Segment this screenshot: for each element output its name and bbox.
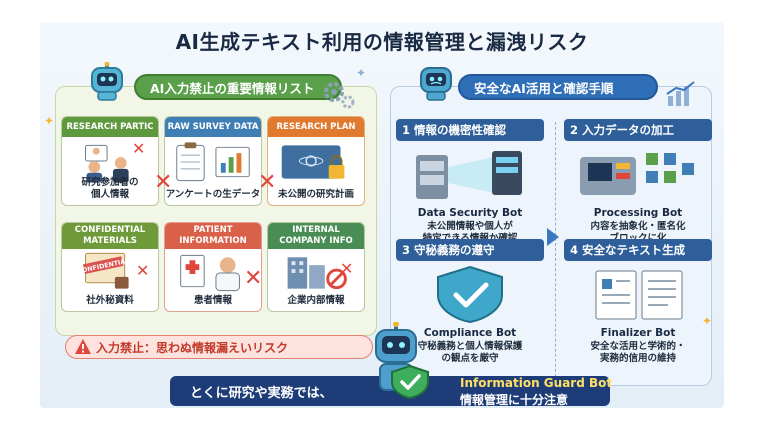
card-label: アンケートの生データ	[165, 189, 261, 200]
card-header: INTERNAL COMPANY INFO	[268, 223, 364, 249]
sparkle-icon: ✦	[702, 314, 713, 328]
warning-text: 入力禁止：思わぬ情報漏えいリスク	[96, 341, 289, 355]
step-title: 3 守秘義務の遵守	[396, 239, 544, 261]
step-title: 4 安全なテキスト生成	[564, 239, 712, 261]
growth-chart-icon	[666, 81, 695, 106]
company-building-icon	[287, 257, 347, 290]
prohibited-x-icon: ✕	[132, 139, 146, 158]
step-description: 守秘義務と個人情報保護 の観点を厳守	[417, 341, 523, 364]
confidential-document-icon: CONFIDENTIAL	[77, 252, 130, 289]
worried-robot-icon	[420, 67, 452, 101]
step-bot-name: Finalizer Bot	[600, 327, 676, 339]
info-card-internal-company-info: INTERNAL COMPANY INFO 企業内部情報	[267, 222, 365, 312]
info-card-confidential-materials: CONFIDENTIAL MATERIALS CONFIDENTIAL 社外秘資…	[61, 222, 159, 312]
card-header: CONFIDENTIAL MATERIALS	[62, 223, 158, 249]
server-cabinet-icon	[416, 151, 522, 199]
info-card-raw-survey-data: RAW SURVEY DATA アンケートの生データ	[164, 116, 262, 206]
right-panel-header: 安全なAI活用と確認手順	[458, 74, 658, 100]
sparkle-icon: ✦	[356, 66, 367, 80]
step-description: 未公開情報や個人が 特定できる情報か確認	[423, 221, 518, 244]
gear-icon	[324, 82, 355, 109]
step-description: 内容を抽象化・匿名化 ブロックに化	[590, 221, 686, 244]
info-card-patient-information: PATIENT INFORMATION 患者情報	[164, 222, 262, 312]
patient-doctor-icon	[180, 254, 240, 292]
step-title: 2 入力データの加工	[564, 119, 712, 141]
card-label: 社外秘資料	[86, 295, 134, 306]
card-header: RESEARCH PARTIC	[62, 117, 158, 137]
guard-robot-icon	[375, 322, 429, 400]
prohibited-x-icon: ✕	[154, 170, 173, 195]
card-label: 研究参加者の 個人情報	[81, 177, 139, 200]
footer-note: 情報管理に十分注意	[460, 393, 569, 407]
step-1: 1 情報の機密性確認 Data Security Bot 未公開情報や個人が 特…	[396, 119, 544, 255]
footer-text: とくに研究や実務では、	[190, 386, 333, 401]
prohibited-x-icon: ✕	[244, 266, 263, 291]
info-card-research-plan: RESEARCH PLAN 未公開の研究計画	[267, 116, 365, 206]
people-icon	[85, 144, 129, 183]
info-card-research-participant: RESEARCH PARTIC 研究参加者の 個人情報	[61, 116, 159, 206]
guard-bot-name: Information Guard Bot	[460, 376, 613, 390]
card-header: RESEARCH PLAN	[268, 117, 364, 137]
prohibited-x-icon: ✕	[136, 261, 150, 280]
step-title: 1 情報の機密性確認	[396, 119, 544, 141]
step-4: 4 安全なテキスト生成 Finalizer Bot 安全な活用と学術的・ 実務的…	[564, 239, 712, 375]
page-title: AI生成テキスト利用の情報管理と漏洩リスク	[175, 30, 589, 54]
step-2: 2 入力データの加工 Processing Bot 内容を抽象化・匿名化 ブロッ…	[564, 119, 712, 255]
step-bot-name: Data Security Bot	[417, 207, 523, 219]
step-description: 安全な活用と学術的・ 実務的信用の維持	[590, 341, 686, 364]
data-processing-machine-icon	[580, 153, 694, 195]
prohibited-x-icon: ✕	[340, 259, 354, 278]
infographic-board: AI生成テキスト利用の情報管理と漏洩リスク AI入力禁止の重要情報リスト RES…	[40, 22, 724, 408]
step-bot-name: Processing Bot	[593, 207, 683, 219]
card-header: PATIENT INFORMATION	[165, 223, 261, 249]
research-plan-lock-icon	[281, 145, 345, 179]
step-bot-name: Compliance Bot	[423, 327, 517, 339]
warning-triangle-icon	[75, 339, 91, 354]
warning-banner: 入力禁止：思わぬ情報漏えいリスク	[65, 335, 373, 359]
step-3: 3 守秘義務の遵守 Compliance Bot 守秘義務と個人情報保護 の観点…	[396, 239, 544, 375]
card-label: 企業内部情報	[287, 295, 345, 306]
card-header: RAW SURVEY DATA	[165, 117, 261, 137]
flow-arrow-icon	[547, 228, 559, 246]
prohibited-x-icon: ✕	[258, 170, 277, 195]
sparkle-icon: ✦	[44, 114, 55, 128]
step-divider	[555, 122, 556, 382]
card-label: 患者情報	[193, 295, 232, 306]
left-panel-header: AI入力禁止の重要情報リスト	[134, 74, 342, 100]
card-label: 未公開の研究計画	[277, 189, 354, 200]
survey-clipboard-icon	[176, 142, 250, 182]
shield-check-icon	[437, 265, 503, 323]
document-report-icon	[595, 270, 683, 320]
robot-mascot-icon	[91, 62, 123, 101]
